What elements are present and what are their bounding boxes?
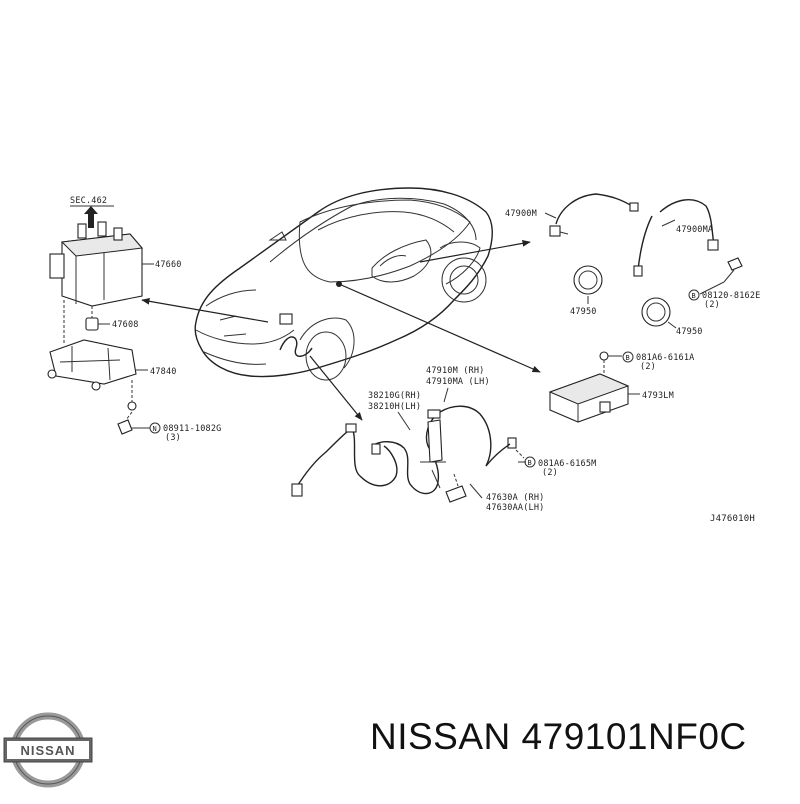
svg-text:B: B xyxy=(626,354,630,362)
label-081A6-6161A: 081A6-6161A xyxy=(636,353,695,363)
part-number-caption: NISSAN 479101NF0C xyxy=(370,716,747,757)
grommet-47608: 47608 xyxy=(63,300,139,345)
label-47630A: 47630A (RH) xyxy=(486,493,545,503)
label-081A6-6165M: 081A6-6165M xyxy=(538,459,597,469)
svg-text:B: B xyxy=(528,459,532,467)
label-47608: 47608 xyxy=(112,320,139,330)
nissan-logo-text: NISSAN xyxy=(20,743,75,758)
label-4793LM: 4793LM xyxy=(642,391,674,401)
rear-sensor-harness: 47900M 47900MA xyxy=(505,193,719,277)
yaw-rate-sensor: B 081A6-6161A (2) 4793LM xyxy=(548,351,695,423)
sensor-rings: 47950 47950 xyxy=(570,265,703,337)
label-08911: 08911-1082G xyxy=(163,424,222,434)
front-sensor-harness: 47910M (RH) 47910MA (LH) 38210G(RH) 3821… xyxy=(291,366,597,513)
label-47900MA: 47900MA xyxy=(676,225,713,235)
label-47950-a: 47950 xyxy=(570,307,597,317)
car-illustration xyxy=(194,187,493,381)
abs-actuator: SEC.462 47660 xyxy=(49,196,182,307)
label-47630AA: 47630AA(LH) xyxy=(486,503,545,513)
label-081A6-6165M-qty: (2) xyxy=(542,468,558,478)
label-08911-qty: (3) xyxy=(165,433,181,443)
svg-text:B: B xyxy=(692,292,696,300)
label-08120: 08120-8162E xyxy=(702,291,761,301)
bracket-47840: 47840 N 08911-1082G (3) xyxy=(47,339,222,443)
leader-arrows xyxy=(141,240,541,421)
label-47950-b: 47950 xyxy=(676,327,703,337)
bolt-08120: B 08120-8162E (2) xyxy=(688,257,761,310)
nissan-logo: NISSAN xyxy=(3,712,93,788)
label-47660: 47660 xyxy=(155,260,182,270)
svg-text:N: N xyxy=(153,425,157,433)
label-38210H: 38210H(LH) xyxy=(368,402,421,412)
label-47910MA: 47910MA (LH) xyxy=(426,377,490,387)
label-38210G: 38210G(RH) xyxy=(368,391,421,401)
label-47900M: 47900M xyxy=(505,209,537,219)
label-47910M: 47910M (RH) xyxy=(426,366,485,376)
drawing-ref-code: J476010H xyxy=(710,514,755,524)
label-08120-qty: (2) xyxy=(704,300,720,310)
sec-ref-label: SEC.462 xyxy=(70,196,107,206)
label-47840: 47840 xyxy=(150,367,177,377)
label-081A6-6161A-qty: (2) xyxy=(640,362,656,372)
